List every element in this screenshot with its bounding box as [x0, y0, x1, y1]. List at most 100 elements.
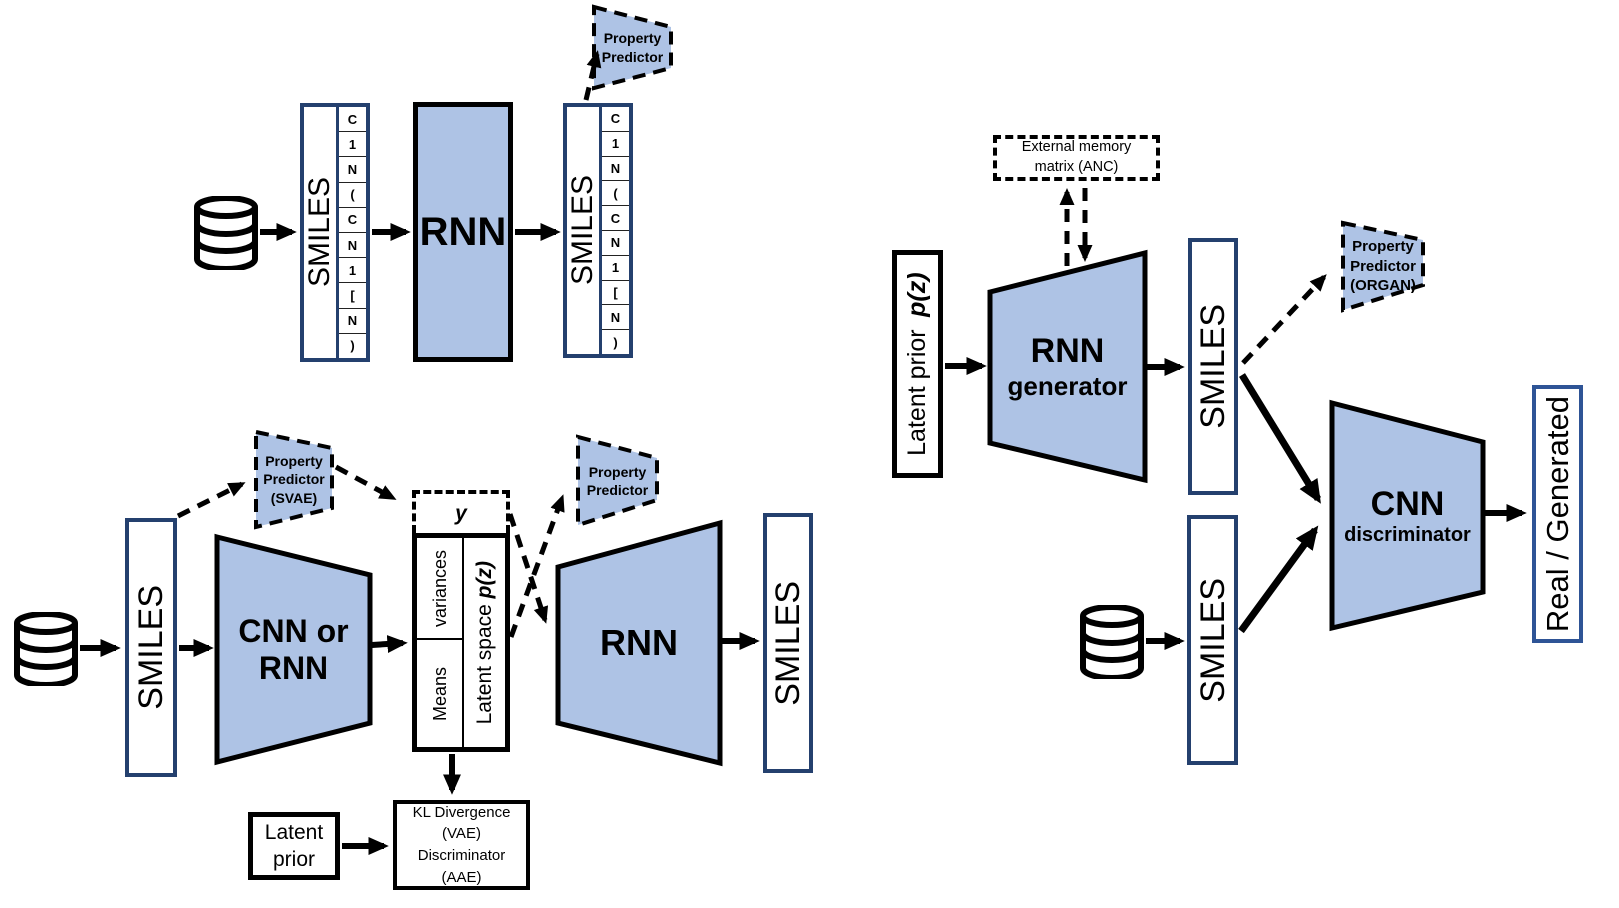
dashed-arrow-smiles-to-svae — [176, 481, 246, 519]
d2-smiles-output-label: SMILES — [769, 580, 807, 706]
d3-generator-shape — [987, 249, 1148, 484]
database-icon-3 — [1080, 605, 1144, 679]
token-cell: ) — [339, 332, 366, 358]
dashed-arrow-y-to-decoder — [507, 513, 549, 624]
database-body — [14, 623, 78, 686]
token-cell: N — [602, 229, 629, 255]
d2-decoder-label: RNN — [600, 622, 678, 663]
d2-latent-space-cell: Latent space p(z) — [462, 538, 505, 747]
d3-property-predictor-organ-shape — [1341, 220, 1425, 313]
d3-smiles-bottom-label: SMILES — [1193, 577, 1232, 703]
d1-smiles-output-label: SMILES — [566, 175, 599, 286]
d3-discriminator-shape — [1329, 399, 1486, 632]
d1-property-predictor: Property Predictor — [592, 4, 673, 91]
d2-smiles-input-box: SMILES — [125, 518, 177, 777]
d2-variances-cell: variances — [417, 538, 462, 638]
dashed-arrow-latent-to-predictor — [508, 494, 565, 638]
d2-encoder-label: CNN or RNN — [238, 612, 349, 686]
d1-property-predictor-shape — [592, 4, 673, 91]
database-rib — [1080, 649, 1144, 663]
token-cell: C — [602, 205, 629, 230]
token-cell: N — [339, 156, 366, 181]
d3-property-predictor-organ-label: Property Predictor (ORGAN) — [1350, 238, 1416, 295]
database-rib — [14, 656, 78, 670]
d2-kl-discriminator-box: KL Divergence (VAE) Discriminator (AAE) — [393, 800, 530, 890]
d2-variances-label: variances — [429, 549, 450, 627]
d3-real-generated-label: Real / Generated — [1540, 395, 1575, 633]
d3-real-generated-box: Real / Generated — [1532, 385, 1583, 643]
d3-smiles-top-box: SMILES — [1188, 238, 1238, 495]
d1-property-predictor-label: Property Predictor — [601, 30, 664, 65]
d1-smiles-input-tokens: C 1 N ( C N 1 [ N ) — [336, 107, 366, 358]
d1-smiles-input-label-wrap: SMILES — [303, 107, 336, 358]
token-cell: [ — [339, 282, 366, 307]
d2-latent-prior-box: Latent prior — [248, 812, 340, 880]
arrow-encoder-to-latent — [371, 635, 408, 653]
d2-encoder: CNN or RNN — [214, 533, 373, 766]
d1-smiles-output-label-wrap: SMILES — [566, 107, 599, 354]
token-cell: N — [602, 155, 629, 181]
token-cell: N — [339, 307, 366, 333]
d2-property-predictor-svae-label: Property Predictor (SVAE) — [263, 453, 325, 506]
token-cell: ( — [339, 181, 366, 207]
d1-smiles-output-box: SMILES C 1 N ( C N 1 [ N ) — [563, 103, 633, 358]
d3-generator: RNN generator — [987, 249, 1148, 484]
token-cell: 1 — [602, 254, 629, 280]
token-cell: C — [339, 206, 366, 232]
database-rib — [194, 223, 258, 237]
arrow-smilestop-to-discriminator — [1239, 373, 1321, 504]
d2-decoder-shape — [555, 519, 723, 767]
token-cell: 1 — [602, 130, 629, 156]
d2-encoder-shape — [214, 533, 373, 766]
d2-smiles-output-box: SMILES — [763, 513, 813, 773]
database-top — [1080, 605, 1144, 628]
database-icon-1 — [194, 196, 258, 270]
d2-means-cell: Means — [417, 638, 462, 747]
d1-smiles-input-label: SMILES — [303, 177, 336, 288]
d2-y-header: y — [412, 490, 510, 533]
d3-latent-prior-label: Latent prior p(z) — [903, 272, 931, 456]
database-top — [14, 612, 78, 635]
database-rib — [1080, 632, 1144, 646]
database-top — [194, 196, 258, 219]
token-cell: ) — [602, 329, 629, 354]
dashed-arrow-smiles-to-organ — [1241, 274, 1327, 365]
d2-latent-prior-line2: prior — [272, 848, 315, 871]
dashed-arrow-svae-to-y — [334, 464, 397, 501]
d2-property-predictor-shape — [576, 434, 659, 528]
d3-discriminator: CNN discriminator — [1329, 399, 1486, 632]
token-cell: 1 — [339, 257, 366, 282]
token-cell: N — [602, 304, 629, 329]
d3-discriminator-label: CNN discriminator — [1344, 484, 1471, 546]
d1-rnn-block: RNN — [413, 102, 513, 362]
token-cell: C — [610, 111, 621, 127]
token-cell: ( — [602, 180, 629, 205]
token-cell: N — [339, 232, 366, 257]
database-rib — [194, 240, 258, 254]
d2-latent-box: variances Means Latent space p(z) — [412, 533, 510, 752]
d2-property-predictor-svae-shape — [254, 429, 334, 530]
database-body — [194, 207, 258, 270]
d2-smiles-input-label: SMILES — [132, 585, 170, 710]
d3-latent-prior-box: Latent prior p(z) — [892, 250, 943, 478]
d2-means-label: Means — [429, 666, 450, 721]
d2-decoder: RNN — [555, 519, 723, 767]
d3-generator-label: RNN generator — [1007, 331, 1128, 401]
d3-property-predictor-organ: Property Predictor (ORGAN) — [1341, 220, 1425, 313]
d2-y-label: y — [455, 501, 467, 525]
token-cell: 1 — [339, 131, 366, 156]
d2-property-predictor-svae: Property Predictor (SVAE) — [254, 429, 334, 530]
database-icon-2 — [14, 612, 78, 686]
d2-property-predictor: Property Predictor — [576, 434, 659, 528]
token-cell: [ — [602, 279, 629, 305]
arrow-smilesbottom-to-discriminator — [1238, 525, 1319, 634]
d1-rnn-label: RNN — [419, 209, 507, 254]
d1-smiles-input-box: SMILES C 1 N ( C N 1 [ N ) — [300, 103, 370, 362]
database-body — [1080, 616, 1144, 679]
d3-smiles-top-label: SMILES — [1194, 304, 1232, 429]
d3-smiles-bottom-box: SMILES — [1187, 515, 1238, 765]
d2-property-predictor-label: Property Predictor — [586, 463, 649, 498]
d2-latent-prior-line1: Latent — [264, 820, 324, 844]
d2-latent-left-col: variances Means — [417, 538, 462, 747]
d2-latent-space-label: Latent space p(z) — [473, 560, 496, 725]
